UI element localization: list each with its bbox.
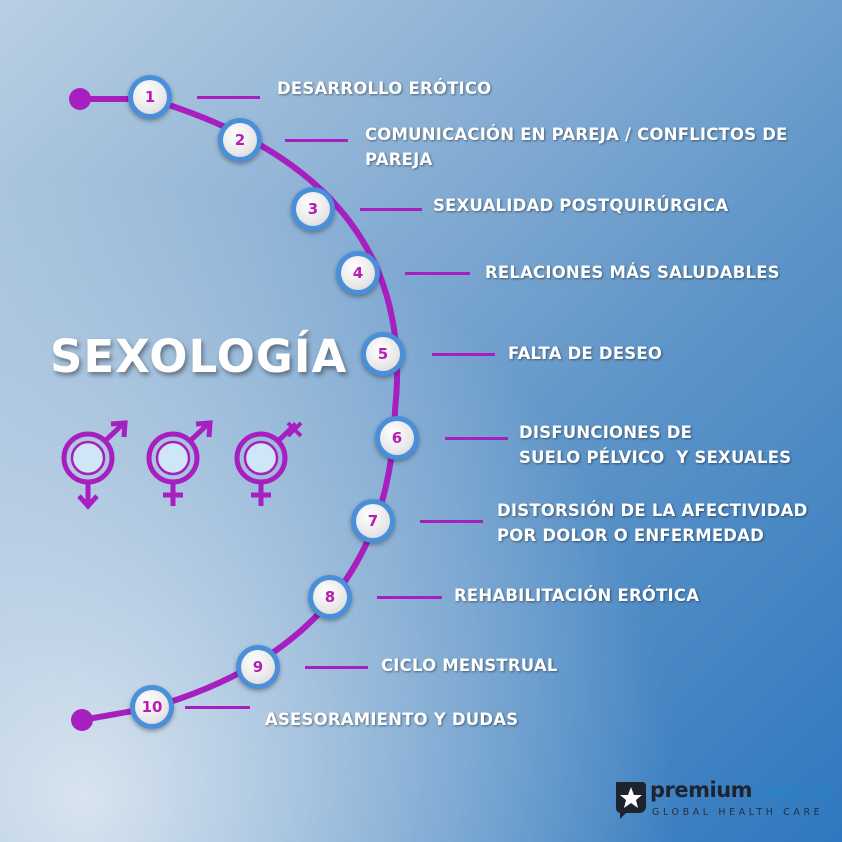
step-node-5: 5 <box>361 332 405 376</box>
step-number: 8 <box>313 580 347 614</box>
connector-line <box>197 96 260 99</box>
step-label-10: ASESORAMIENTO Y DUDAS <box>265 707 518 732</box>
intersex-symbol-icon <box>146 420 213 506</box>
step-label-line: SUELO PÉLVICO Y SEXUALES <box>519 448 792 467</box>
step-node-6: 6 <box>375 416 419 460</box>
logo-text-madrid: madrid <box>752 778 833 802</box>
step-label-line: DISFUNCIONES DE <box>519 423 693 442</box>
step-number: 10 <box>135 690 169 724</box>
male-female-symbol-icon <box>61 420 128 510</box>
step-label-4: RELACIONES MÁS SALUDABLES <box>485 260 780 285</box>
step-label-line: COMUNICACIÓN EN PAREJA / CONFLICTOS DE <box>365 125 788 144</box>
step-number: 3 <box>296 192 330 226</box>
step-node-9: 9 <box>236 645 280 689</box>
arc-end-dot <box>71 709 93 731</box>
step-number: 5 <box>366 337 400 371</box>
arc-start-dot <box>69 88 91 110</box>
step-label-line: RELACIONES MÁS SALUDABLES <box>485 263 780 282</box>
step-label-5: FALTA DE DESEO <box>508 341 662 366</box>
logo-tagline: GLOBAL HEALTH CARE <box>652 807 824 818</box>
step-label-3: SEXUALIDAD POSTQUIRÚRGICA <box>433 193 728 218</box>
connector-line <box>405 272 470 275</box>
step-label-line: PAREJA <box>365 150 433 169</box>
step-label-line: ASESORAMIENTO Y DUDAS <box>265 710 519 729</box>
step-number: 9 <box>241 650 275 684</box>
step-node-3: 3 <box>291 187 335 231</box>
step-number: 6 <box>380 421 414 455</box>
logo-star-icon <box>616 782 646 819</box>
step-label-1: DESARROLLO ERÓTICO <box>277 76 491 101</box>
step-label-line: DESARROLLO ERÓTICO <box>277 79 492 98</box>
step-number: 4 <box>341 256 375 290</box>
step-label-2: COMUNICACIÓN EN PAREJA / CONFLICTOS DE PA… <box>365 122 788 172</box>
step-node-7: 7 <box>351 499 395 543</box>
step-label-line: POR DOLOR O ENFERMEDAD <box>497 526 765 545</box>
step-number: 7 <box>356 504 390 538</box>
connector-line <box>377 596 442 599</box>
logo-wordmark: premiummadrid <box>650 778 833 802</box>
step-node-2: 2 <box>218 118 262 162</box>
step-label-9: CICLO MENSTRUAL <box>381 653 558 678</box>
brand-logo[interactable]: premiummadrid GLOBAL HEALTH CARE <box>612 776 833 824</box>
step-node-1: 1 <box>128 75 172 119</box>
transgender-symbol-icon <box>234 421 303 506</box>
step-label-line: DISTORSIÓN DE LA AFECTIVIDAD <box>497 501 808 520</box>
step-label-line: SEXUALIDAD POSTQUIRÚRGICA <box>433 196 729 215</box>
connector-line <box>420 520 483 523</box>
page-title: SEXOLOGÍA <box>50 330 348 383</box>
connector-line <box>445 437 508 440</box>
step-label-7: DISTORSIÓN DE LA AFECTIVIDAD POR DOLOR O … <box>497 498 808 548</box>
step-label-line: REHABILITACIÓN ERÓTICA <box>454 586 700 605</box>
connector-line <box>360 208 422 211</box>
step-label-line: FALTA DE DESEO <box>508 344 663 363</box>
connector-line <box>305 666 368 669</box>
step-label-8: REHABILITACIÓN ERÓTICA <box>454 583 699 608</box>
step-node-4: 4 <box>336 251 380 295</box>
step-node-8: 8 <box>308 575 352 619</box>
logo-text-premium: premium <box>650 778 753 802</box>
step-number: 2 <box>223 123 257 157</box>
step-label-line: CICLO MENSTRUAL <box>381 656 558 675</box>
step-number: 1 <box>133 80 167 114</box>
step-node-10: 10 <box>130 685 174 729</box>
connector-line <box>285 139 348 142</box>
step-label-6: DISFUNCIONES DE SUELO PÉLVICO Y SEXUALES <box>519 420 791 470</box>
connector-line <box>185 706 250 709</box>
connector-line <box>432 353 495 356</box>
